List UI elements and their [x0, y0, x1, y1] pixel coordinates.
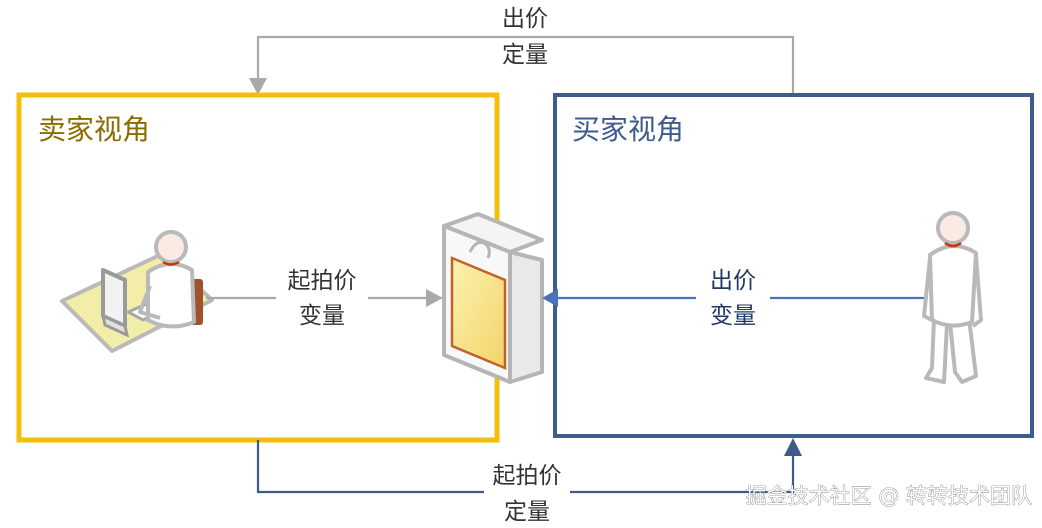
top-arrow-label-1: 出价	[502, 6, 548, 32]
buyer-perspective-box: 买家视角	[553, 93, 1034, 438]
seller-at-computer-icon	[60, 230, 214, 353]
buyer-arrow-label-2: 变量	[710, 303, 756, 329]
watermark: 掘金技术社区 @ 转转技术团队	[746, 484, 1032, 508]
buyer-arrow: 出价 变量	[542, 263, 926, 333]
bottom-arrow: 起拍价 定量	[256, 438, 802, 526]
top-arrow: 出价 定量	[249, 6, 795, 95]
buyer-box-title: 买家视角	[572, 113, 684, 146]
seller-perspective-box: 卖家视角	[16, 92, 500, 443]
seller-arrow: 起拍价 变量	[206, 263, 443, 333]
top-arrow-label-2: 定量	[502, 42, 548, 68]
auction-item-box-icon	[442, 212, 544, 384]
seller-arrow-label-1: 起拍价	[288, 268, 357, 294]
seller-box-title: 卖家视角	[38, 113, 150, 146]
buyer-arrow-label-1: 出价	[710, 268, 756, 294]
bottom-arrow-label-1: 起拍价	[493, 463, 562, 489]
seller-arrow-label-2: 变量	[299, 303, 345, 329]
bottom-arrow-label-2: 定量	[504, 499, 550, 525]
buyer-person-icon	[922, 211, 983, 384]
